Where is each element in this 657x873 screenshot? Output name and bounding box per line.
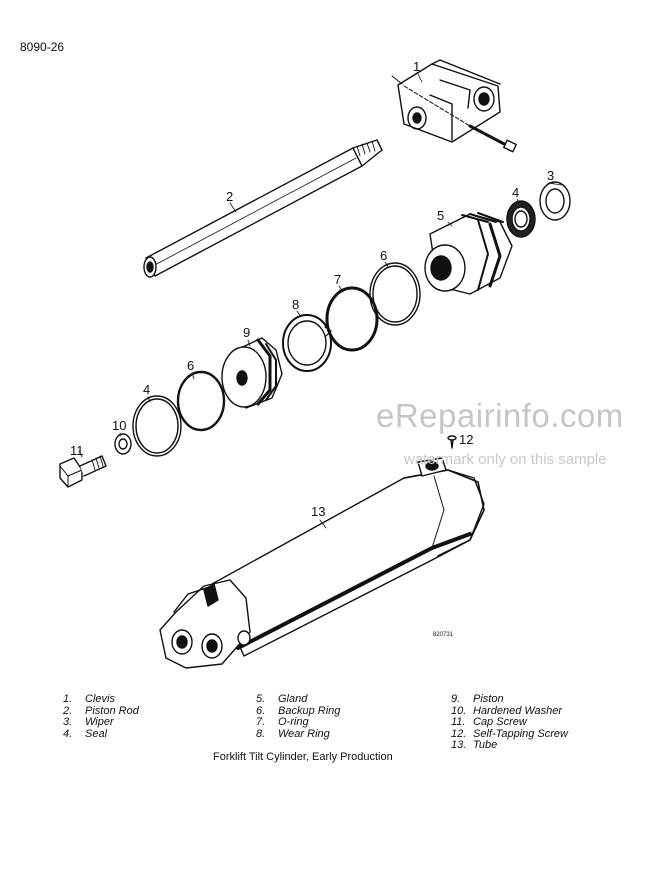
legend-number: 11. xyxy=(451,716,466,728)
legend-label: Clevis xyxy=(85,693,115,705)
backup-ring-part xyxy=(176,370,226,432)
legend-number: 10. xyxy=(451,704,467,717)
legend-item: 13. Tube xyxy=(451,739,568,752)
legend-label: Backup Ring xyxy=(278,704,341,717)
legend-label: Piston Rod xyxy=(85,704,139,717)
clevis-part xyxy=(391,59,517,153)
legend-number: 4. xyxy=(63,727,73,740)
page-id: 8090-26 xyxy=(20,40,65,54)
seal-part xyxy=(506,200,536,238)
watermark-subtitle: watermark only on this sample xyxy=(404,451,607,468)
legend-item: 4. Seal xyxy=(63,727,139,741)
legend-label: Cap Screw xyxy=(473,716,527,728)
callout-11: 11 xyxy=(70,443,84,458)
self-tapping-screw-part xyxy=(447,435,457,449)
legend-item: 3. Wiper xyxy=(63,716,139,729)
callout-6-lower: 6 xyxy=(187,358,194,373)
drawing-code: 820731 xyxy=(433,632,454,638)
callout-1: 1 xyxy=(413,59,420,74)
piston-part xyxy=(221,337,283,409)
legend-item: 6. Backup Ring xyxy=(256,704,341,718)
tube-part xyxy=(159,457,485,669)
legend-number: 8. xyxy=(256,727,266,740)
callout-7: 7 xyxy=(334,272,341,287)
wear-ring-part xyxy=(282,314,332,372)
wiper-part xyxy=(539,181,571,221)
callout-6-upper: 6 xyxy=(380,248,387,263)
backup-ring-part xyxy=(369,262,421,326)
callout-12: 12 xyxy=(459,432,473,447)
legend-number: 2. xyxy=(63,704,73,717)
callout-4-lower: 4 xyxy=(143,382,150,397)
callout-9: 9 xyxy=(243,325,250,340)
legend-column-3: 9. Piston 10. Hardened Washer 11. Cap Screw… xyxy=(451,693,568,752)
legend-item: 9. Piston xyxy=(451,693,568,706)
legend-number: 9. xyxy=(451,693,461,705)
legend-number: 6. xyxy=(256,704,266,717)
figure-caption: Forklift Tilt Cylinder, Early Production xyxy=(213,751,393,763)
legend-item: 1. Clevis xyxy=(63,693,139,706)
legend-item: 2. Piston Rod xyxy=(63,704,139,718)
legend-column-2: 5. Gland 6. Backup Ring 7. O-ring 8. Wear Ri… xyxy=(256,693,341,741)
legend-label: Wiper xyxy=(85,716,114,728)
hardened-washer-part xyxy=(114,433,132,455)
legend-column-1: 1. Clevis 2. Piston Rod 3. Wiper 4. Seal xyxy=(63,693,139,741)
legend-number: 12. xyxy=(451,727,467,740)
legend-label: Hardened Washer xyxy=(473,704,563,717)
legend-item: 8. Wear Ring xyxy=(256,727,340,741)
cap-screw-part xyxy=(59,455,107,488)
legend-label: Wear Ring xyxy=(278,727,330,740)
legend-number: 1. xyxy=(63,693,73,705)
legend-label: Gland xyxy=(278,693,308,705)
legend-item: 12. Self-Tapping Screw xyxy=(451,727,568,741)
gland-part xyxy=(424,212,513,295)
legend-label: Seal xyxy=(85,727,108,740)
legend-item: 11. Cap Screw xyxy=(451,716,568,729)
piston-rod-part xyxy=(143,139,383,278)
legend-item: 10. Hardened Washer xyxy=(451,704,568,718)
legend-label: Piston xyxy=(473,693,504,705)
legend-item: 5. Gland xyxy=(256,693,340,706)
seal-part xyxy=(132,395,182,457)
callout-3: 3 xyxy=(547,168,554,183)
legend-number: 7. xyxy=(256,716,266,728)
legend-item: 7. O-ring xyxy=(256,716,340,729)
callout-4-upper: 4 xyxy=(512,185,519,200)
watermark-title: eRepairinfo.com xyxy=(376,397,624,434)
callout-5: 5 xyxy=(437,208,444,223)
callout-2: 2 xyxy=(226,189,233,204)
callout-13: 13 xyxy=(311,504,325,519)
legend-number: 3. xyxy=(63,716,73,728)
leader-lines xyxy=(78,71,555,529)
legend-number: 13. xyxy=(451,739,467,751)
callout-10: 10 xyxy=(112,418,126,433)
callout-8: 8 xyxy=(292,297,299,312)
legend-label: O-ring xyxy=(278,716,309,728)
legend-label: Self-Tapping Screw xyxy=(473,727,568,740)
legend-label: Tube xyxy=(473,739,498,751)
legend-number: 5. xyxy=(256,693,266,705)
o-ring-part xyxy=(325,286,379,352)
